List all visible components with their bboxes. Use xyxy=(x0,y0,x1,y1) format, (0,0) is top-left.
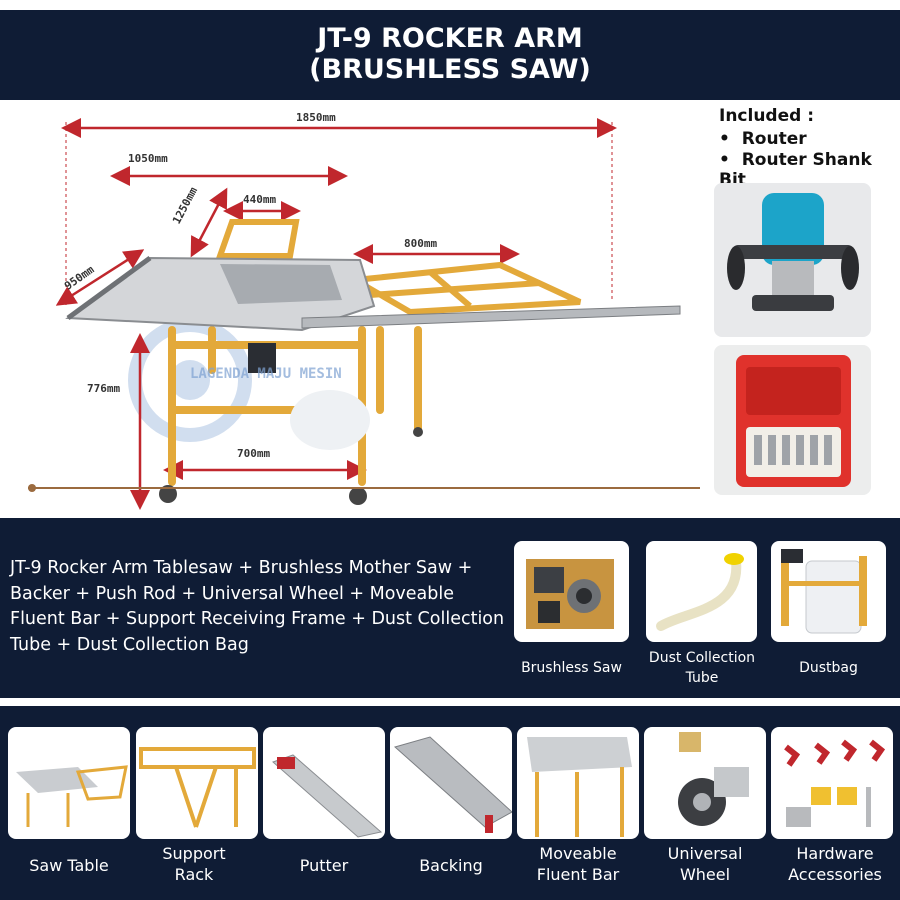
hardware-image xyxy=(771,727,893,839)
dust-tube-image xyxy=(646,541,757,642)
fluent-bar-image xyxy=(517,727,639,839)
package-description: JT-9 Rocker Arm Tablesaw + Brushless Mot… xyxy=(10,558,505,655)
caption-saw-table: Saw Table xyxy=(29,856,109,875)
support-rack-image xyxy=(136,727,258,839)
included-list: Included : • Router • Router Shank Bit xyxy=(719,106,900,190)
dim-top-width: 440mm xyxy=(243,193,277,206)
caption-backing: Backing xyxy=(419,856,483,875)
caption-brushless-saw: Brushless Saw xyxy=(521,660,622,676)
included-title: Included : xyxy=(719,106,815,126)
caption-universal-wheel: Universal Wheel xyxy=(667,844,743,884)
universal-wheel-image xyxy=(644,727,766,839)
brushless-saw-image xyxy=(514,541,629,642)
router-image xyxy=(714,183,871,337)
title-line-1: JT-9 ROCKER ARM xyxy=(317,23,583,54)
caption-dust-tube: Dust Collection Tube xyxy=(648,650,756,686)
caption-dustbag: Dustbag xyxy=(799,660,858,676)
saw-diagram xyxy=(28,118,700,510)
dustbag-image xyxy=(771,541,886,642)
dim-extension: 800mm xyxy=(404,237,438,250)
shank-bit-case-image xyxy=(714,345,871,495)
caption-support-rack: Support Rack xyxy=(162,844,226,884)
dim-height: 776mm xyxy=(87,382,121,395)
dim-overall-length: 1850mm xyxy=(296,111,336,124)
putter-image xyxy=(263,727,385,839)
watermark-text: LAGENDA MAJU MESIN xyxy=(190,366,342,382)
caption-hardware: Hardware Accessories xyxy=(788,844,882,884)
dim-base-width: 700mm xyxy=(237,447,271,460)
dim-table-length: 1050mm xyxy=(128,152,168,165)
caption-fluent-bar: Moveable Fluent Bar xyxy=(536,844,620,884)
saw-table-image xyxy=(8,727,130,839)
included-item-router: • Router xyxy=(719,129,807,149)
header-banner: JT-9 ROCKER ARM (BRUSHLESS SAW) xyxy=(0,10,900,100)
caption-putter: Putter xyxy=(299,856,349,875)
title-line-2: (BRUSHLESS SAW) xyxy=(309,54,591,85)
backing-image xyxy=(390,727,512,839)
